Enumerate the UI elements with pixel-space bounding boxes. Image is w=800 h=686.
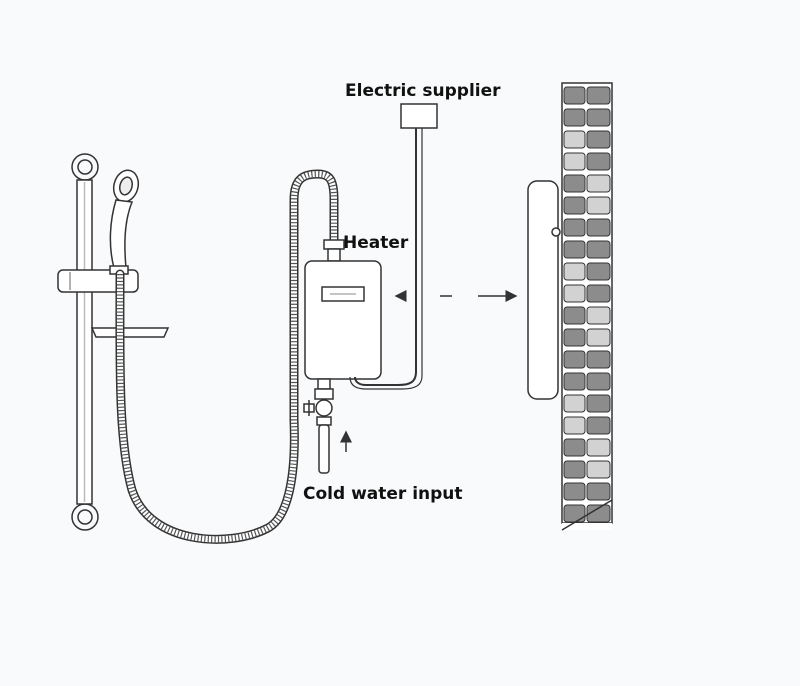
brick <box>563 482 586 501</box>
brick <box>586 240 611 259</box>
brick <box>563 152 586 171</box>
brick <box>563 196 586 215</box>
brick <box>563 86 586 105</box>
brick <box>563 218 586 237</box>
brick <box>586 438 611 457</box>
brick <box>563 438 586 457</box>
brick <box>586 460 611 479</box>
shower-head <box>109 169 140 275</box>
brick <box>586 416 611 435</box>
brick <box>563 130 586 149</box>
label-cold-water-input: Cold water input <box>303 484 463 504</box>
shower-rail <box>71 153 99 531</box>
brick <box>586 218 611 237</box>
brick <box>563 394 586 413</box>
brick <box>586 394 611 413</box>
brick <box>586 504 611 523</box>
electric-supply-box <box>400 103 438 129</box>
shower-hose <box>115 169 339 544</box>
brick <box>563 416 586 435</box>
brick <box>563 240 586 259</box>
brick <box>586 86 611 105</box>
brick-wall <box>561 82 613 531</box>
brick <box>563 262 586 281</box>
brick <box>563 174 586 193</box>
heater-outlet-fitting <box>323 239 345 262</box>
brick <box>586 284 611 303</box>
brick <box>563 328 586 347</box>
label-heater: Heater <box>343 233 409 253</box>
cold-water-valve <box>303 378 334 474</box>
soap-dish <box>90 327 170 338</box>
brick <box>586 262 611 281</box>
power-cable <box>354 128 417 386</box>
brick <box>586 108 611 127</box>
brick <box>563 504 586 523</box>
brick <box>563 306 586 325</box>
brick <box>563 284 586 303</box>
brick <box>563 460 586 479</box>
brick <box>563 108 586 127</box>
brick <box>586 328 611 347</box>
brick <box>563 372 586 391</box>
brick <box>586 196 611 215</box>
brick <box>586 482 611 501</box>
brick <box>586 174 611 193</box>
brick <box>563 350 586 369</box>
label-electric-supplier: Electric supplier <box>345 81 501 101</box>
brick <box>586 350 611 369</box>
brick <box>586 130 611 149</box>
mounting-plate <box>527 180 561 400</box>
brick <box>586 372 611 391</box>
brick <box>586 152 611 171</box>
heater-unit <box>304 260 382 380</box>
brick <box>586 306 611 325</box>
